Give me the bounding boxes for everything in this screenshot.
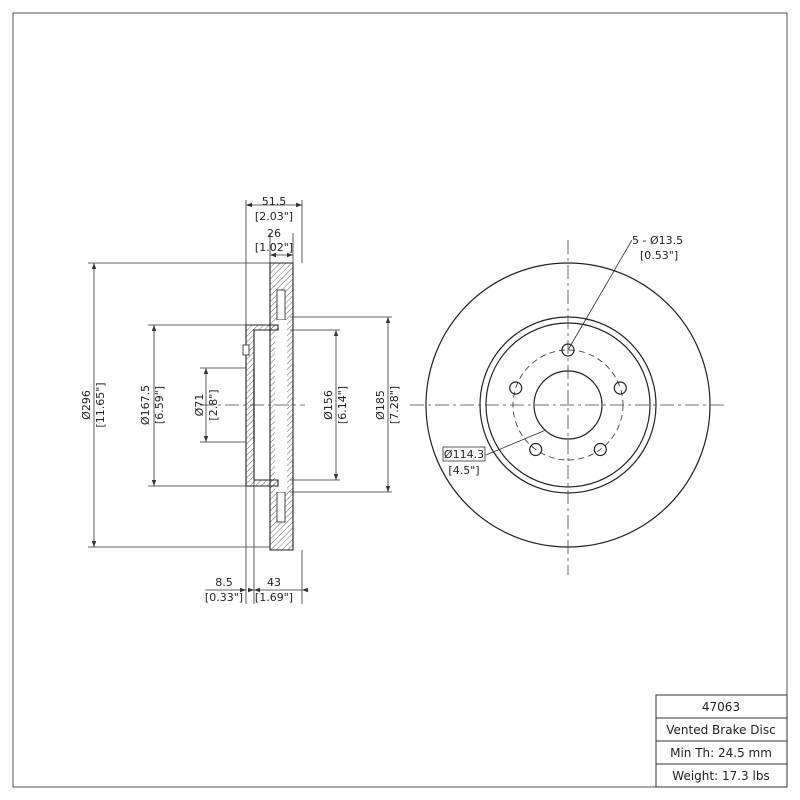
vent-slot-top: [276, 289, 286, 321]
part-number: 47063: [702, 700, 740, 714]
overall-width-in: [2.03"]: [255, 210, 293, 223]
hub-stud: [242, 344, 250, 356]
dimension-arrow: [333, 474, 339, 480]
dimension-arrow: [296, 202, 302, 208]
dimension-arrow: [151, 325, 157, 331]
hat-diameter-mm: Ø167.5: [139, 385, 152, 425]
weight: Weight: 17.3 lbs: [672, 769, 769, 783]
bolt-holes-mm: 5 - Ø13.5: [632, 234, 683, 247]
bolt-hole-leader: [567, 239, 633, 351]
part-description: Vented Brake Disc: [666, 723, 775, 737]
hat-diameter-in: [6.59"]: [153, 386, 166, 424]
side-section-view: [88, 200, 392, 604]
bolt-circle-label-box: [442, 446, 486, 462]
dimension-arrow: [203, 368, 209, 374]
dimension-arrow: [151, 480, 157, 486]
dimension-arrow: [203, 436, 209, 442]
bolt-holes-in: [0.53"]: [640, 249, 678, 262]
dimension-arrow: [91, 263, 97, 269]
front-view: [410, 239, 725, 575]
dimension-arrow: [385, 317, 391, 323]
overall-width-mm: 51.5: [262, 195, 287, 208]
rotor-width-in: [1.02"]: [255, 241, 293, 254]
bolt-hole: [613, 381, 627, 395]
bolt-circle-in: [4.5"]: [448, 464, 479, 477]
dimension-arrows: [91, 202, 391, 593]
bolt-hole: [509, 381, 523, 395]
hat-thickness-in: [0.33"]: [205, 591, 243, 604]
min-thickness: Min Th: 24.5 mm: [670, 746, 772, 760]
center-bore-mm: Ø71: [193, 394, 206, 417]
front-view-labels: 5 - Ø13.5 [0.53"] Ø114.3 [4.5"]: [444, 234, 683, 477]
hat-depth-in: [1.69"]: [255, 591, 293, 604]
inner-diameter-mm: Ø156: [322, 390, 335, 420]
dimension-arrow: [248, 587, 254, 593]
hat-outer-diameter-in: [7.28"]: [388, 386, 401, 424]
dimension-arrow: [240, 587, 246, 593]
vent-slot-bottom: [276, 491, 286, 523]
hat-depth-mm: 43: [267, 576, 281, 589]
inner-diameter-in: [6.14"]: [336, 386, 349, 424]
bolt-circle-leader: [485, 429, 547, 456]
hub-interior: [275, 320, 287, 492]
drawing-border: [12, 12, 788, 788]
side-view-labels: 51.5 [2.03"] 26 [1.02"] Ø296 [11.65"] Ø1…: [80, 195, 401, 604]
dimension-arrow: [246, 202, 252, 208]
dimension-arrow: [302, 587, 308, 593]
bolt-hole: [529, 442, 543, 457]
dimension-arrow: [333, 330, 339, 336]
title-block: 47063 Vented Brake Disc Min Th: 24.5 mm …: [655, 694, 788, 788]
bolt-hole: [593, 442, 607, 457]
outer-diameter-in: [11.65"]: [94, 382, 107, 427]
dimension-arrow: [254, 587, 260, 593]
dimension-arrow: [385, 486, 391, 492]
dimension-arrow: [270, 252, 276, 258]
outer-diameter-mm: Ø296: [80, 390, 93, 420]
dimension-arrow: [91, 541, 97, 547]
center-bore-in: [2.8"]: [207, 389, 220, 420]
bolt-circle-mm: Ø114.3: [444, 448, 484, 461]
rotor-width-mm: 26: [267, 227, 281, 240]
dimension-arrow: [287, 252, 293, 258]
hat-thickness-mm: 8.5: [215, 576, 233, 589]
hat-outer-diameter-mm: Ø185: [374, 390, 387, 420]
